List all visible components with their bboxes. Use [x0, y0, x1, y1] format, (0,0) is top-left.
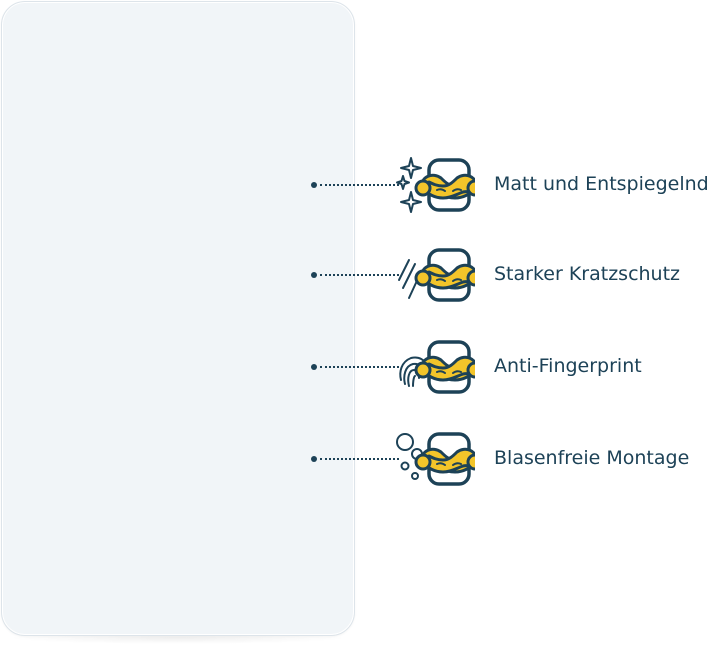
feature-label: Starker Kratzschutz — [494, 263, 681, 285]
callout-leader — [320, 274, 399, 276]
callout-dot — [311, 456, 317, 462]
callout-dot — [311, 272, 317, 278]
feature-label: Matt und Entspiegelnd — [494, 173, 709, 195]
feature-fingerprint: Anti-Fingerprint — [311, 332, 720, 402]
feature-bubble-free: Blasenfreie Montage — [311, 424, 720, 494]
scratch-shield-icon — [398, 248, 475, 302]
feature-label: Anti-Fingerprint — [494, 355, 642, 377]
sparkle-shield-icon — [396, 157, 475, 213]
callout-leader — [320, 458, 399, 460]
callout-dot — [311, 364, 317, 370]
callout-leader — [320, 366, 399, 368]
feature-matt: Matt und Entspiegelnd — [311, 150, 720, 220]
screen-protector-film — [1, 1, 355, 636]
feature-label: Blasenfreie Montage — [494, 447, 690, 469]
callout-dot — [311, 182, 317, 188]
feature-scratch: Starker Kratzschutz — [311, 240, 720, 310]
callout-leader — [320, 184, 399, 186]
fingerprint-shield-icon — [399, 340, 475, 394]
bubbles-shield-icon — [396, 432, 475, 486]
